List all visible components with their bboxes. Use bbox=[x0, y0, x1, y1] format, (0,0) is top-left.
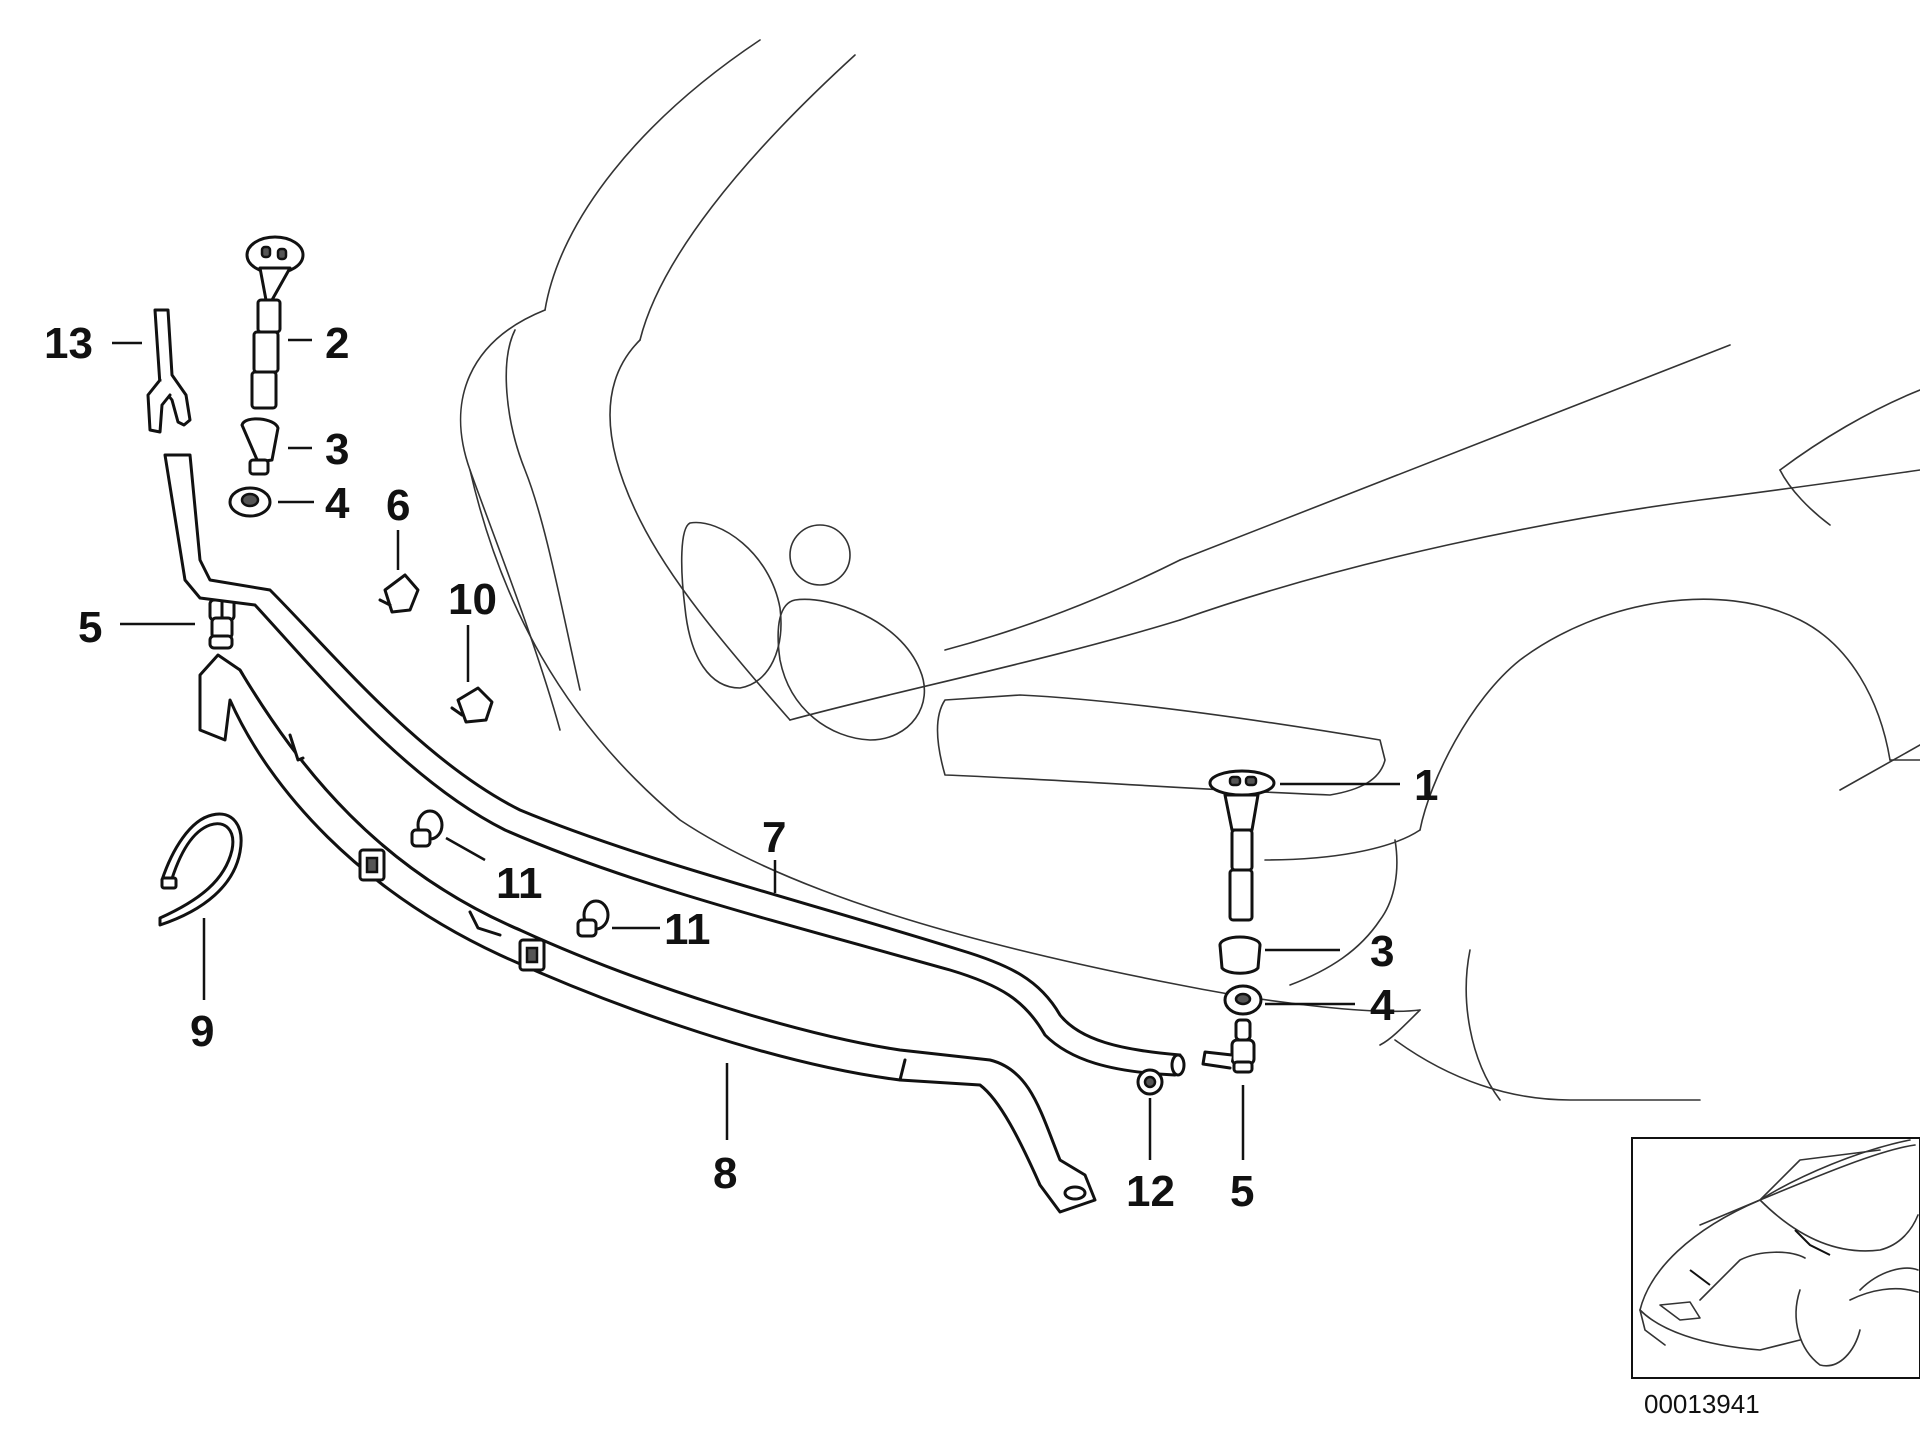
callout-4-right: 4 bbox=[1370, 981, 1395, 1030]
part-6-clip bbox=[378, 573, 420, 614]
callout-6: 6 bbox=[386, 481, 410, 530]
callout-10: 10 bbox=[448, 575, 497, 624]
callout-3-right: 3 bbox=[1370, 927, 1394, 976]
part-11-screw-lower bbox=[576, 899, 610, 938]
part-3-sleeve-right bbox=[1218, 935, 1262, 975]
part-2-spray-nozzle bbox=[245, 235, 305, 410]
part-1-spray-nozzle bbox=[1208, 769, 1276, 922]
callout-5-right: 5 bbox=[1230, 1167, 1254, 1216]
car-body-outline bbox=[459, 39, 1920, 1101]
inset-car-icon bbox=[1639, 1139, 1919, 1367]
callout-12: 12 bbox=[1126, 1167, 1175, 1216]
callout-7: 7 bbox=[762, 813, 786, 862]
callout-3-left: 3 bbox=[325, 425, 349, 474]
callout-8: 8 bbox=[713, 1149, 737, 1198]
part-7-washer-hose bbox=[163, 453, 1186, 1077]
callout-5-left: 5 bbox=[78, 603, 102, 652]
part-12-nut bbox=[1136, 1068, 1164, 1096]
leader-lines bbox=[112, 338, 1400, 1160]
part-8-bracket bbox=[198, 653, 1097, 1214]
callout-11-upper: 11 bbox=[496, 859, 543, 908]
locator-inset bbox=[1631, 1137, 1920, 1379]
callout-13: 13 bbox=[44, 319, 93, 368]
part-5-connector-left bbox=[208, 594, 236, 650]
part-9-cable-tie bbox=[158, 812, 243, 927]
diagram-reference-code: 00013941 bbox=[1644, 1389, 1760, 1419]
part-10-clip bbox=[450, 686, 494, 724]
part-4-grommet-left bbox=[228, 486, 272, 518]
part-11-screw-upper bbox=[410, 809, 444, 848]
callout-labels: 13 2 3 4 6 10 5 7 11 11 9 8 12 5 1 3 4 bbox=[44, 319, 1438, 1216]
callout-11-lower: 11 bbox=[664, 905, 711, 954]
part-4-grommet-right bbox=[1223, 984, 1263, 1016]
callout-2: 2 bbox=[325, 319, 349, 368]
part-3-sleeve-left bbox=[240, 417, 280, 476]
part-13-hose bbox=[146, 308, 192, 434]
callout-4-left: 4 bbox=[325, 479, 350, 528]
callout-9: 9 bbox=[190, 1007, 214, 1056]
callout-1: 1 bbox=[1414, 761, 1438, 810]
part-5-connector-right bbox=[1201, 1018, 1256, 1074]
